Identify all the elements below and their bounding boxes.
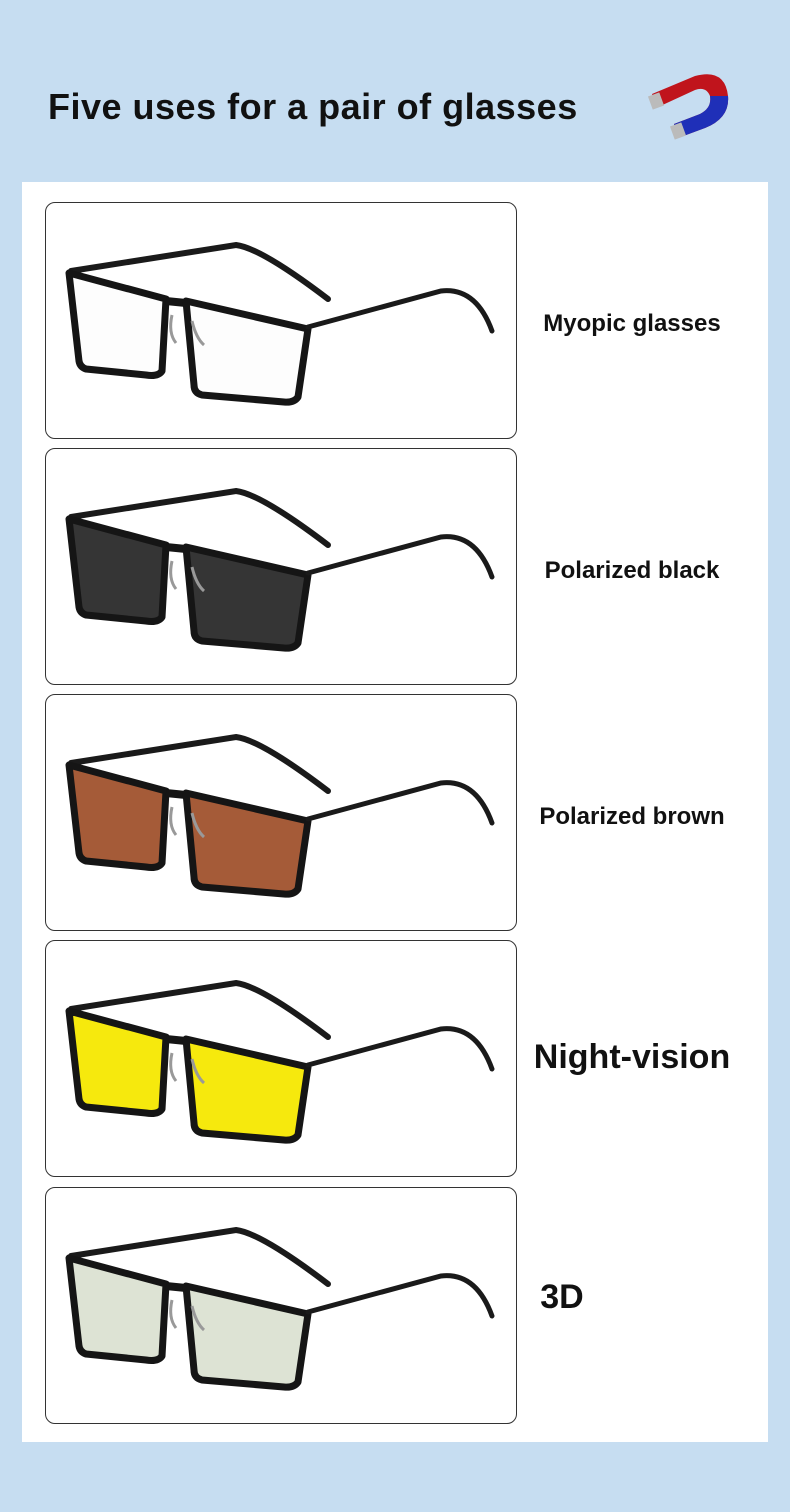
nose-pads [169,560,206,593]
page-title: Five uses for a pair of glasses [48,86,578,127]
front-temple [305,1026,495,1072]
glasses-image [65,1226,495,1391]
left-lens [65,761,170,871]
glasses-image [65,979,495,1144]
left-lens [65,1254,170,1364]
nose-pads [169,1299,206,1332]
back-temple [68,241,331,302]
front-temple [305,534,495,580]
front-temple [305,288,495,334]
left-lens [65,1007,170,1117]
glasses-image [65,241,495,406]
glasses-card-3d [45,1187,517,1424]
front-temple [305,1273,495,1319]
glasses-card-polarized-brown [45,694,517,931]
front-temple [305,780,495,826]
label-3d: 3D [540,1278,584,1316]
glasses-image [65,733,495,898]
label-myopic: Myopic glasses [543,310,721,337]
back-temple [68,1226,331,1287]
right-lens [182,297,312,406]
right-lens [182,789,312,898]
right-lens [182,1035,312,1144]
glasses-card-polarized-black [45,448,517,685]
nose-pads [169,314,206,347]
right-lens [182,1282,312,1391]
glasses-image [65,487,495,652]
content-panel: Myopic glasses Polarized black Polarized… [22,182,768,1442]
nose-pads [169,1052,206,1085]
magnet-icon [647,74,729,140]
label-polarized-black: Polarized black [544,557,720,584]
label-night-vision: Night-vision [533,1038,731,1076]
right-lens [182,543,312,652]
left-lens [65,515,170,625]
back-temple [68,733,331,794]
nose-pads [169,806,206,839]
back-temple [68,487,331,548]
label-polarized-brown: Polarized brown [539,803,725,830]
left-lens [65,269,170,379]
glasses-card-myopic [45,202,517,439]
glasses-card-night-vision [45,940,517,1177]
back-temple [68,979,331,1040]
